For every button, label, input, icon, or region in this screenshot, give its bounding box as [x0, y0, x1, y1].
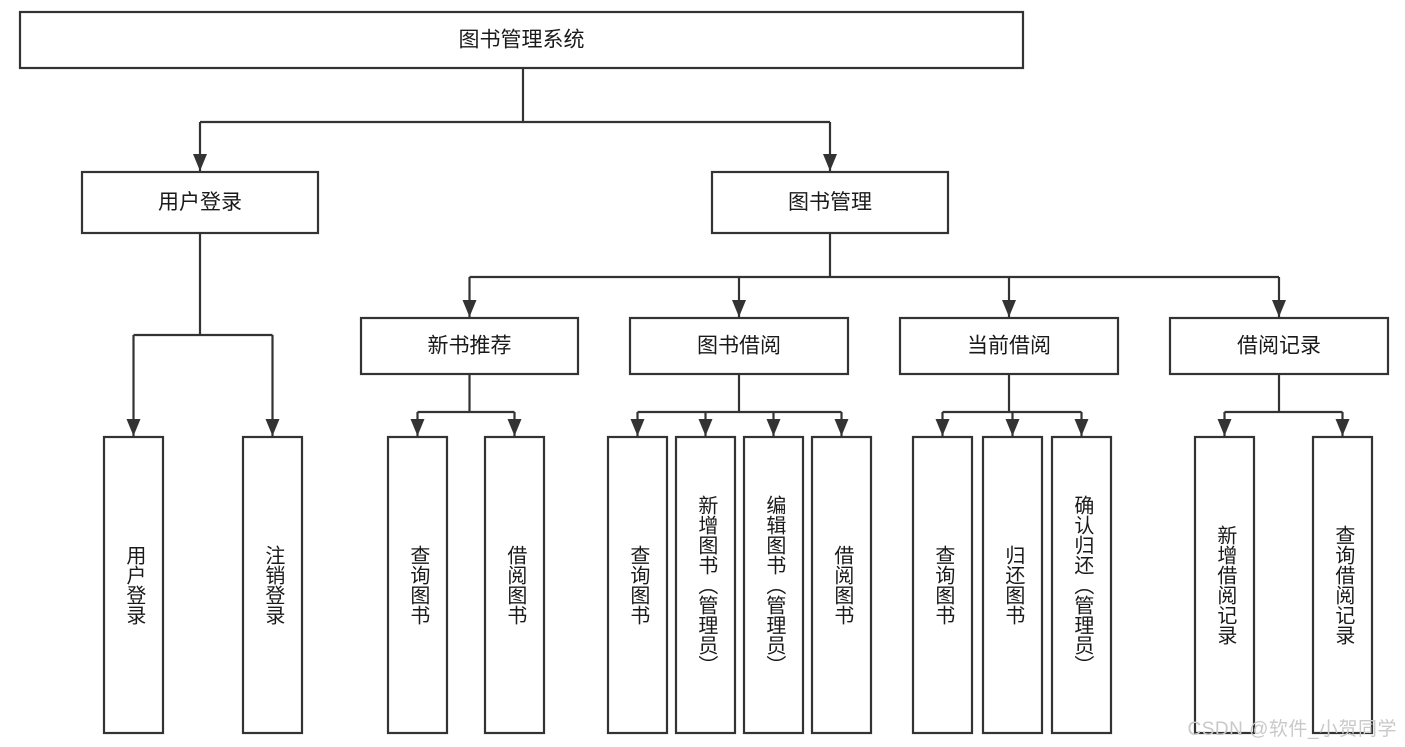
edge-借阅记录-arrow-查询借阅记录 — [1335, 419, 1350, 436]
level3-node-当前借阅-label: 当前借阅 — [967, 335, 1051, 358]
edge-图书借阅-arrow-借阅图书 — [834, 419, 849, 436]
leaf-node-归还图书-box[interactable] — [981, 435, 1044, 735]
edge-新书推荐-arrow-借阅图书 — [507, 419, 522, 436]
edge-book-mgmt-arrow-新书推荐 — [462, 300, 477, 317]
leaf-node-用户登录-box[interactable] — [102, 435, 165, 735]
leaf-node-确认归还管理员-box[interactable] — [1050, 435, 1113, 735]
edge-图书借阅-arrow-查询图书 — [630, 419, 645, 436]
edge-当前借阅-arrow-归还图书 — [1005, 419, 1020, 436]
leaf-node-注销登录-box[interactable] — [241, 435, 304, 735]
edge-user-login-arrow-注销登录 — [265, 419, 280, 436]
connector-layer — [126, 68, 1350, 436]
root-node-图书管理系统-box[interactable] — [18, 10, 1025, 70]
edge-root-arrow-图书管理 — [823, 154, 837, 171]
edge-user-login-arrow-用户登录 — [126, 419, 141, 436]
watermark-text: CSDN @软件_小贺同学 — [1187, 719, 1397, 740]
level2-node-图书管理-box[interactable] — [710, 170, 950, 235]
edge-借阅记录-arrow-新增借阅记录 — [1217, 419, 1232, 436]
node-box-layer — [18, 10, 1390, 735]
edge-book-mgmt-arrow-当前借阅 — [1002, 300, 1016, 317]
level2-node-用户登录-box[interactable] — [80, 170, 320, 235]
level3-node-借阅记录-label: 借阅记录 — [1237, 335, 1321, 358]
leaf-node-查询图书-box[interactable] — [911, 435, 974, 735]
level3-node-图书借阅-label: 图书借阅 — [697, 335, 781, 358]
level3-node-当前借阅-box[interactable] — [898, 316, 1120, 376]
leaf-node-查询借阅记录-box[interactable] — [1311, 435, 1374, 735]
edge-当前借阅-arrow-确认归还管理员 — [1074, 419, 1089, 436]
level3-node-新书推荐-label: 新书推荐 — [428, 335, 512, 358]
leaf-node-编辑图书管理员-box[interactable] — [742, 435, 805, 735]
edge-root-arrow-用户登录 — [193, 154, 207, 171]
leaf-node-查询图书-box[interactable] — [386, 435, 449, 735]
level2-node-图书管理-label: 图书管理 — [788, 191, 872, 214]
level2-node-用户登录-label: 用户登录 — [158, 191, 242, 214]
edge-当前借阅-arrow-查询图书 — [935, 419, 950, 436]
leaf-node-新增图书管理员-box[interactable] — [674, 435, 737, 735]
level3-node-借阅记录-box[interactable] — [1168, 316, 1390, 376]
leaf-node-新增借阅记录-box[interactable] — [1193, 435, 1256, 735]
level3-node-图书借阅-box[interactable] — [628, 316, 850, 376]
edge-book-mgmt-arrow-图书借阅 — [732, 300, 746, 317]
leaf-node-查询图书-box[interactable] — [606, 435, 669, 735]
edge-book-mgmt-arrow-借阅记录 — [1272, 300, 1286, 317]
root-node-图书管理系统-label: 图书管理系统 — [459, 29, 585, 52]
edge-新书推荐-arrow-查询图书 — [410, 419, 425, 436]
edge-图书借阅-arrow-新增图书管理员 — [698, 419, 713, 436]
edge-图书借阅-arrow-编辑图书管理员 — [766, 419, 781, 436]
level3-node-新书推荐-box[interactable] — [359, 316, 580, 376]
leaf-node-借阅图书-box[interactable] — [483, 435, 546, 735]
leaf-node-借阅图书-box[interactable] — [810, 435, 873, 735]
